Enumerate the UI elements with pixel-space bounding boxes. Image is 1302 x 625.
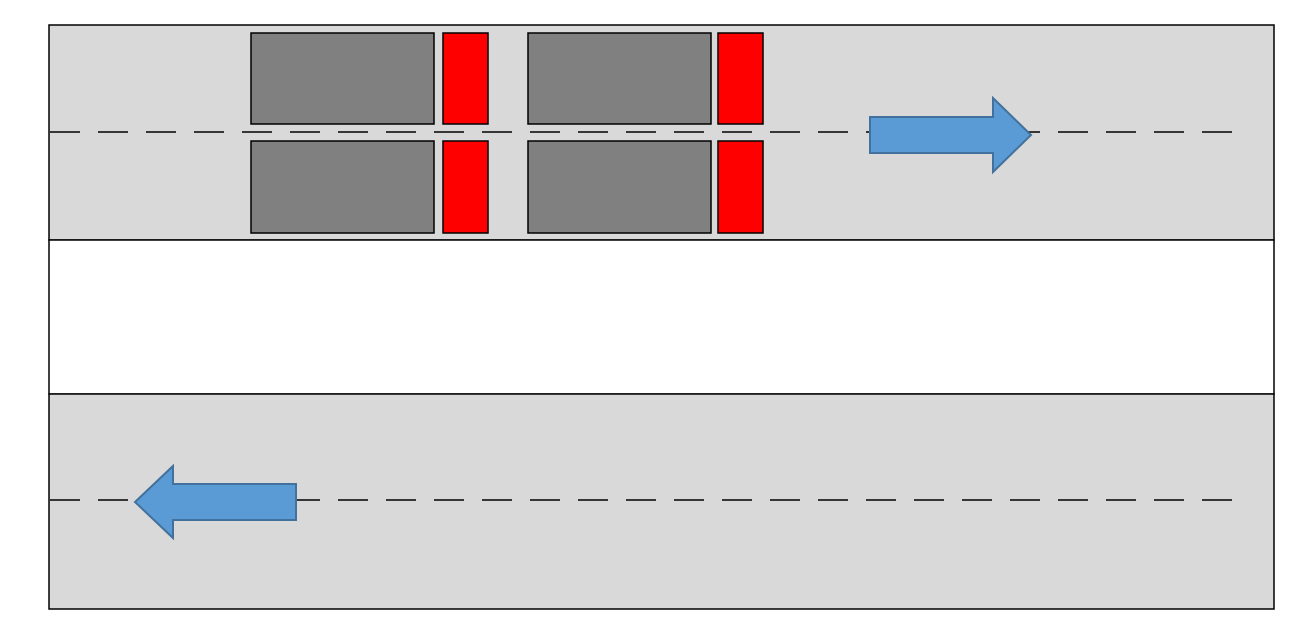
vehicle-body: [527, 32, 712, 125]
parked-vehicle: [250, 140, 489, 234]
parked-vehicle: [527, 140, 764, 234]
vehicle-red-block: [442, 32, 489, 125]
parked-vehicle: [527, 32, 764, 125]
vehicle-red-block: [442, 140, 489, 234]
median-strip: [48, 239, 1275, 395]
arrow-left-icon: [133, 463, 297, 541]
parked-vehicle: [250, 32, 489, 125]
vehicle-body: [527, 140, 712, 234]
vehicle-body: [250, 32, 435, 125]
vehicle-red-block: [717, 140, 764, 234]
arrow-right-icon: [869, 95, 1033, 175]
vehicle-body: [250, 140, 435, 234]
vehicle-red-block: [717, 32, 764, 125]
